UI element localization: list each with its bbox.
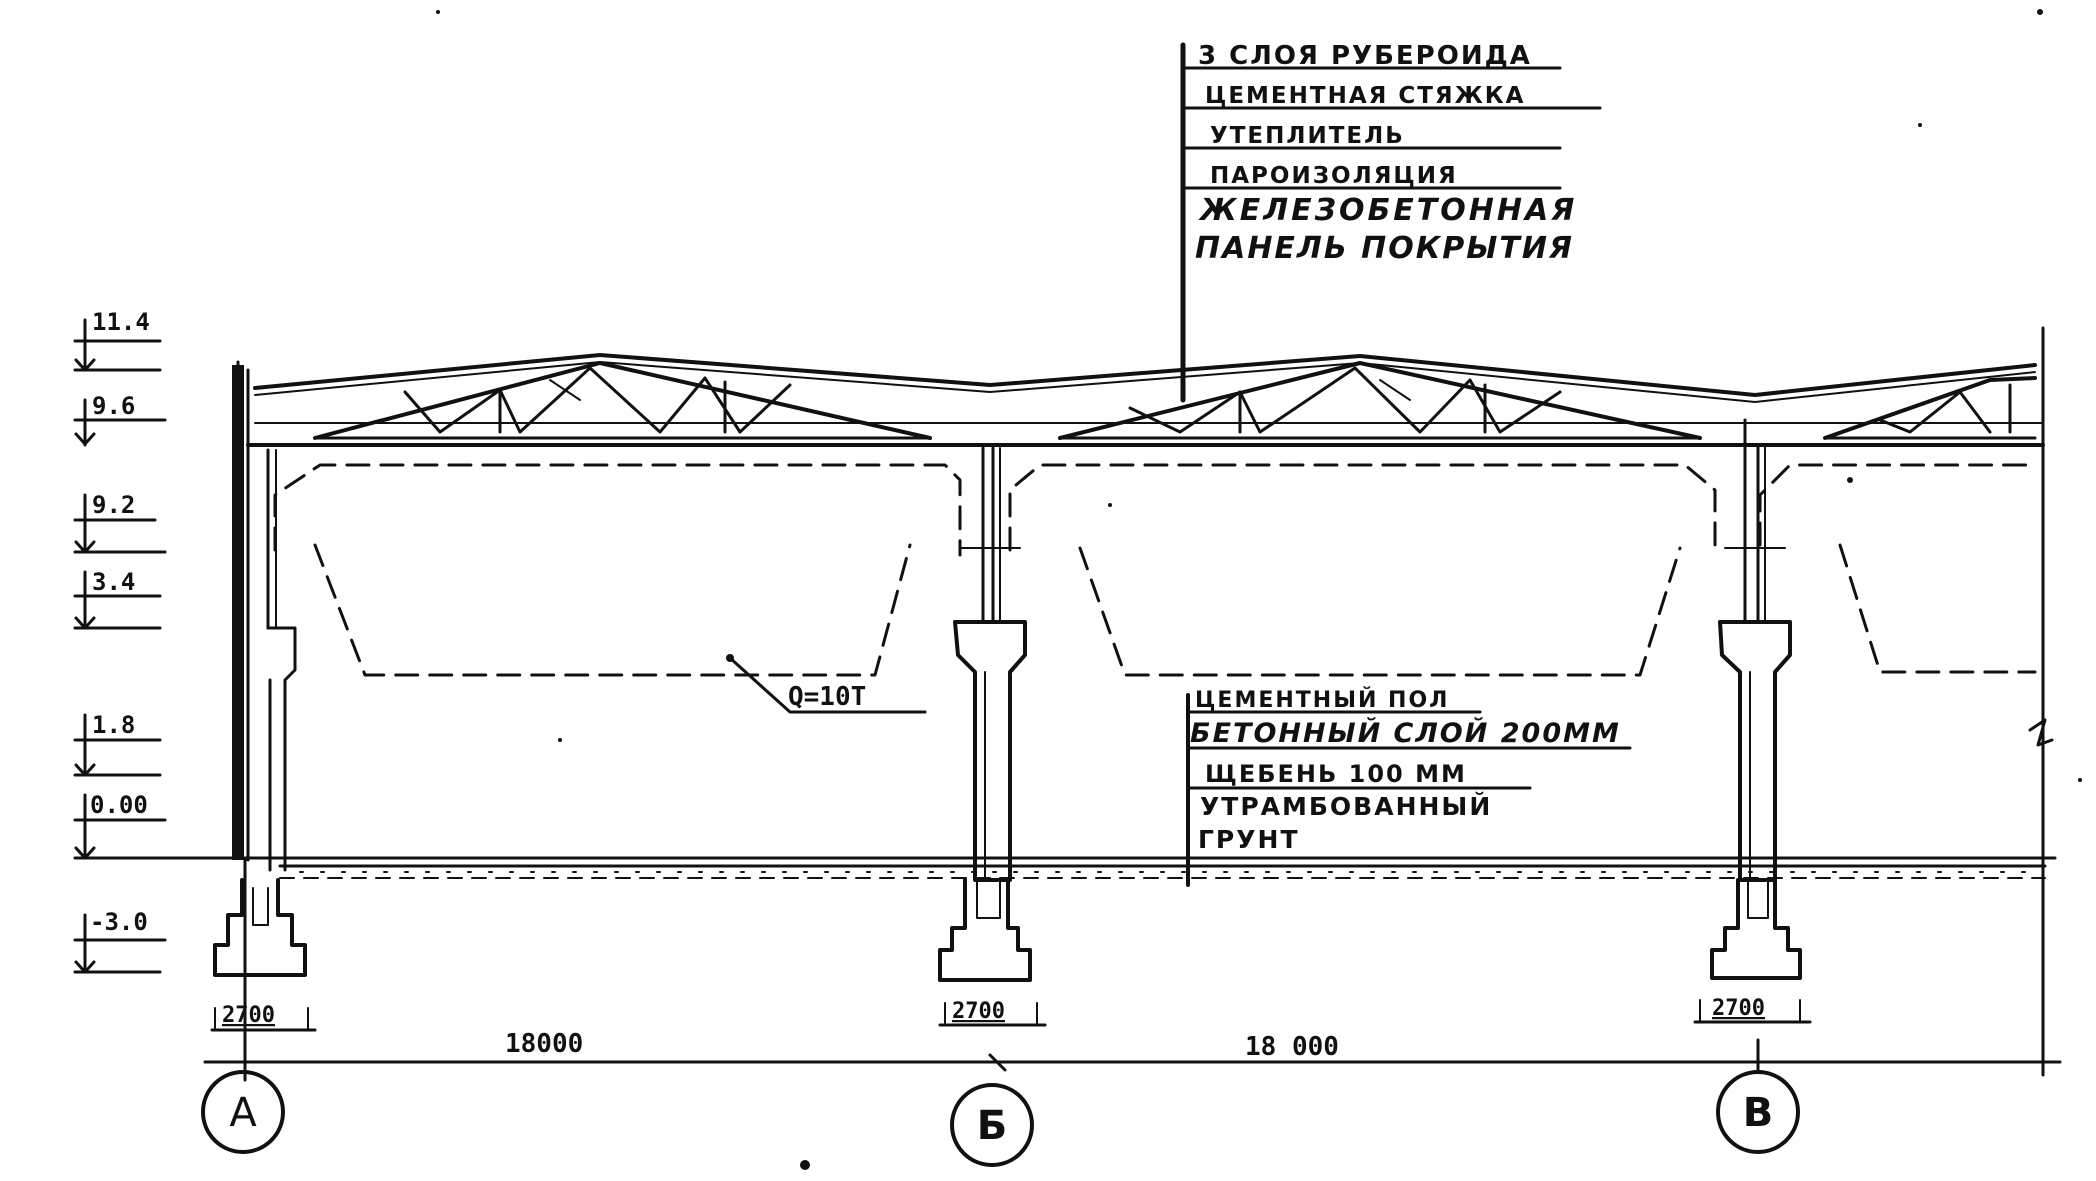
column-v-corbel xyxy=(1718,620,1792,882)
elevation-marks: 11.4 9.6 9.2 3.4 1.8 xyxy=(73,308,237,974)
elevation-label: 11.4 xyxy=(92,308,150,336)
roof-structure xyxy=(246,353,2045,447)
axis-b-marker: Б xyxy=(950,1083,1034,1167)
scan-specks xyxy=(436,9,2082,1170)
footing-depth-a: 2700 xyxy=(210,1003,317,1032)
floor-slab xyxy=(158,856,2057,879)
axis-a-marker: А xyxy=(201,858,285,1154)
overhead-crane-outlines xyxy=(273,463,2037,677)
column-b xyxy=(938,446,1032,982)
roof-top-line xyxy=(253,353,2037,397)
wall-hatch xyxy=(232,365,244,860)
roof-layer-label: 3 СЛОЯ РУБЕРОИДА xyxy=(1198,41,1532,71)
elevation-mark-0-00: 0.00 xyxy=(73,791,237,860)
roof-truss-3 xyxy=(1823,376,2037,440)
axis-label: Б xyxy=(977,1103,1008,1149)
roof-layer-label: ЦЕМЕНТНАЯ СТЯЖКА xyxy=(1205,83,1525,109)
floor-layer-callout: ЦЕМЕНТНЫЙ ПОЛ БЕТОННЫЙ СЛОЙ 200ММ ЩЕБЕНЬ… xyxy=(1186,687,1632,887)
elevation-label: 3.4 xyxy=(92,568,135,596)
elevation-label: 9.6 xyxy=(92,392,135,420)
column-v xyxy=(1710,418,1802,980)
span-dimension-line: 18000 18 000 xyxy=(203,1029,2062,1077)
roof-truss-1 xyxy=(313,361,932,440)
column-a xyxy=(213,448,307,977)
elevation-label: 9.2 xyxy=(92,491,135,519)
roof-layer-label: УТЕПЛИТЕЛЬ xyxy=(1210,123,1405,149)
elevation-label: 1.8 xyxy=(92,711,135,739)
column-b-corbel xyxy=(953,620,1027,882)
span-label: 18 000 xyxy=(1245,1032,1339,1062)
footing-depth-v: 2700 xyxy=(1693,996,1812,1024)
footing-depth-labels: 2700 2700 2700 xyxy=(210,996,1812,1032)
elevation-mark-minus-3-0: -3.0 xyxy=(73,908,167,974)
footing-depth-label: 2700 xyxy=(222,1003,275,1028)
span-label: 18000 xyxy=(505,1029,583,1059)
exterior-wall-right xyxy=(2028,326,2054,1057)
roof-truss-2 xyxy=(1058,361,1702,440)
grid-axes: А Б В xyxy=(201,858,1800,1167)
elevation-mark-9-6: 9.6 xyxy=(73,392,167,447)
elevation-label: -3.0 xyxy=(90,908,148,936)
floor-layer-label: УТРАМБОВАННЫЙ xyxy=(1200,792,1492,821)
roof-layer-label: ПАРОИЗОЛЯЦИЯ xyxy=(1210,163,1458,189)
crane-capacity-callout: Q=10Т xyxy=(726,654,927,714)
axis-label: А xyxy=(229,1090,257,1136)
axis-label: В xyxy=(1743,1090,1774,1136)
roof-layer-label: ЖЕЛЕЗОБЕТОННАЯ xyxy=(1198,193,1577,228)
elevation-label: 0.00 xyxy=(90,791,148,819)
axis-v-marker: В xyxy=(1716,1038,1800,1154)
floor-layer-label: БЕТОННЫЙ СЛОЙ 200ММ xyxy=(1190,717,1621,749)
elevation-mark-1-8: 1.8 xyxy=(73,711,162,777)
roof-layer-callout: 3 СЛОЯ РУБЕРОИДА ЦЕМЕНТНАЯ СТЯЖКА УТЕПЛИ… xyxy=(1180,41,1602,403)
elevation-mark-3-4: 3.4 xyxy=(73,568,162,630)
footing-depth-label: 2700 xyxy=(1712,996,1765,1021)
elevation-mark-11-4: 11.4 xyxy=(73,308,162,372)
floor-layer-label: ЦЕМЕНТНЫЙ ПОЛ xyxy=(1195,687,1449,713)
crane-capacity-label: Q=10Т xyxy=(788,682,866,712)
footing-depth-b: 2700 xyxy=(938,999,1047,1027)
floor-layer-label: ЩЕБЕНЬ 100 ММ xyxy=(1205,760,1467,788)
footing-depth-label: 2700 xyxy=(952,999,1005,1024)
roof-layer-label: ПАНЕЛЬ ПОКРЫТИЯ xyxy=(1195,231,1574,266)
floor-layer-label: ГРУНТ xyxy=(1198,825,1300,854)
exterior-wall-left xyxy=(232,360,250,862)
elevation-mark-9-2: 9.2 xyxy=(73,491,167,554)
